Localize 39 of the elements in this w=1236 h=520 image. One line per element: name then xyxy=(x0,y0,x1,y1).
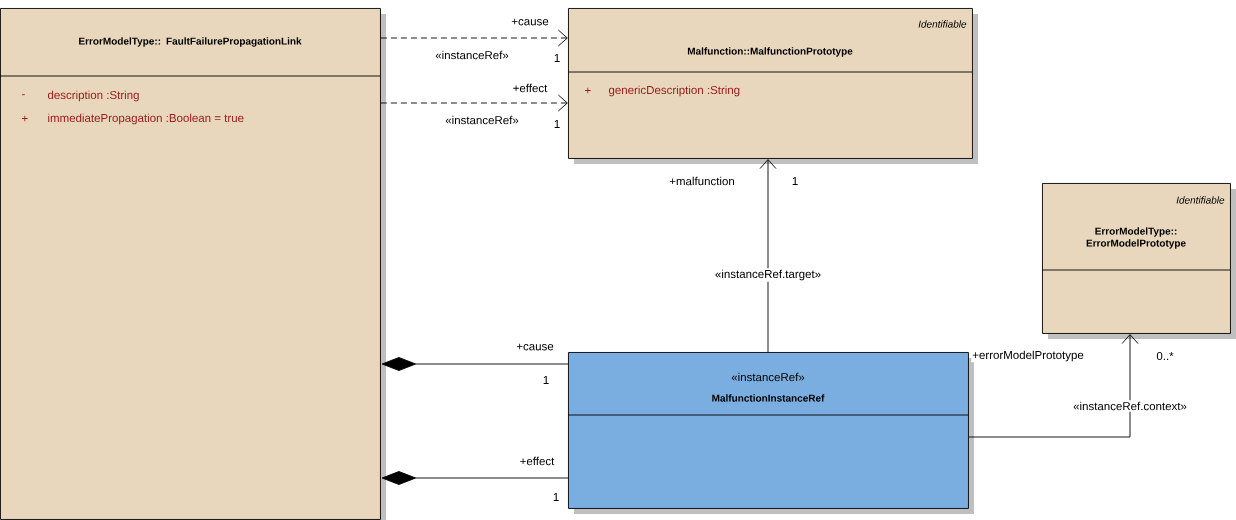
multiplicity: 1 xyxy=(554,120,560,128)
role-name: +effect xyxy=(513,83,548,93)
role-name: +cause xyxy=(511,18,549,26)
class-box xyxy=(567,8,978,164)
class-box xyxy=(567,352,974,514)
stereotype-label: «instanceRef» xyxy=(731,372,805,382)
edge-label: «instanceRef» xyxy=(445,115,519,125)
role-name: +effect xyxy=(520,456,555,466)
multiplicity: 1 xyxy=(554,54,560,62)
class-name: ErrorModelType:: ErrorModelPrototype xyxy=(1086,227,1186,249)
class-box xyxy=(1041,183,1236,339)
attribute-text: description :String xyxy=(47,90,139,102)
arrow xyxy=(968,334,1139,438)
composition-line xyxy=(381,471,569,485)
visibility-marker: - xyxy=(21,94,25,96)
multiplicity: 0..* xyxy=(1156,351,1174,361)
arrow xyxy=(759,159,777,353)
visibility-marker: + xyxy=(22,115,28,122)
composition-line xyxy=(381,357,569,371)
multiplicity: 1 xyxy=(792,177,798,185)
class-name: MalfunctionInstanceRef xyxy=(712,394,825,402)
role-name: +cause xyxy=(516,343,554,351)
attribute-text: genericDescription :String xyxy=(608,85,740,97)
class-name: ErrorModelType:: FaultFailurePropagationLink xyxy=(79,37,302,47)
multiplicity: 1 xyxy=(543,376,549,384)
edge-label: «instanceRef.context» xyxy=(1071,400,1189,412)
dashed-arrow xyxy=(380,94,568,112)
attribute-text: immediatePropagation :Boolean = true xyxy=(48,113,244,125)
role-name: +malfunction xyxy=(669,176,734,186)
stereotype-label: Identifiable xyxy=(918,20,967,28)
class-box xyxy=(0,8,386,520)
visibility-marker: + xyxy=(585,87,591,94)
class-name: Malfunction::MalfunctionPrototype xyxy=(687,47,853,57)
stereotype-label: Identifiable xyxy=(1176,196,1225,204)
edge-label: «instanceRef.target» xyxy=(713,268,823,282)
dashed-arrow xyxy=(380,29,568,47)
multiplicity: 1 xyxy=(553,493,559,501)
role-name: +errorModelPrototype xyxy=(971,349,1085,363)
edge-label: «instanceRef» xyxy=(435,50,509,60)
